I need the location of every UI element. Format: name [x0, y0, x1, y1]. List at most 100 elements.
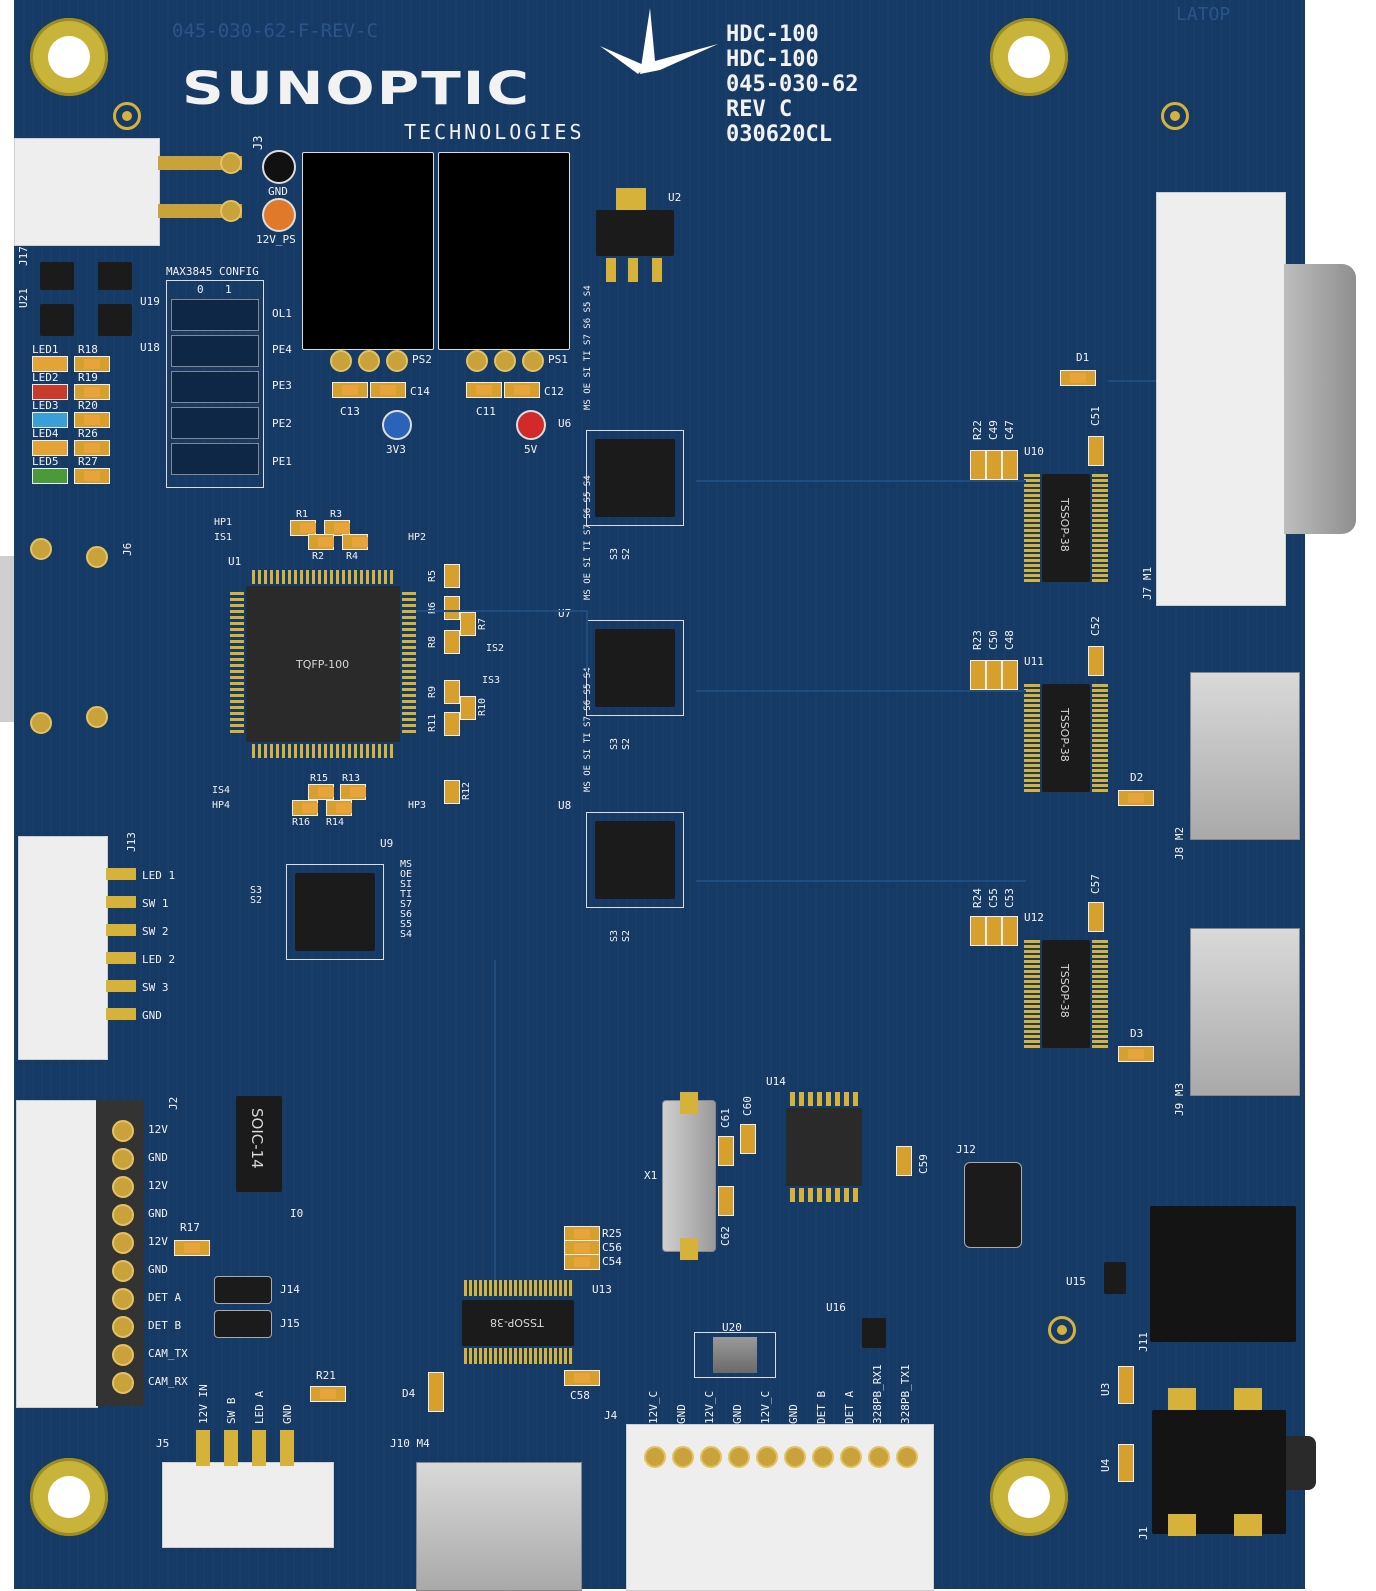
label-r12: R12 [461, 781, 472, 800]
label-j4: J4 [604, 1409, 618, 1422]
header-j12[interactable] [964, 1162, 1022, 1248]
ps1-pin-1 [466, 350, 488, 372]
label-r5: R5 [427, 569, 438, 582]
label-hp3: HP3 [408, 800, 427, 811]
u11-pins-left [1024, 684, 1040, 792]
j2-pin-5 [112, 1232, 134, 1254]
label-c58: C58 [570, 1389, 590, 1402]
u8-outline [586, 812, 684, 908]
label-r2: R2 [312, 551, 325, 562]
label-u9: U9 [380, 837, 394, 850]
fiducial-2 [1161, 102, 1189, 130]
j2-label-2: GND [148, 1151, 168, 1164]
u11-label: TSSOP-38 [1058, 708, 1071, 762]
label-u21: U21 [17, 288, 30, 308]
cap-c11 [466, 382, 502, 398]
cap-c12 [504, 382, 540, 398]
chip-u7 [595, 629, 675, 707]
j13-label-2: SW 1 [142, 897, 169, 910]
board-info: HDC-100 HDC-100 045-030-62 REV C 030620C… [726, 24, 858, 146]
label-j1: J1 [1137, 1526, 1150, 1540]
label-j14: J14 [280, 1283, 300, 1296]
res-r8 [444, 630, 460, 654]
j4-pin-8 [840, 1446, 862, 1468]
config-row-pe1[interactable] [171, 443, 259, 475]
res-r5 [444, 564, 460, 588]
config-row-ol1[interactable] [171, 299, 259, 331]
hdmi-j8[interactable] [1190, 672, 1300, 840]
res-r15 [308, 784, 334, 800]
jumper-j14[interactable] [214, 1276, 272, 1304]
label-u19: U19 [140, 295, 160, 308]
cap-c61 [718, 1136, 734, 1166]
trace-3 [696, 690, 1026, 694]
u9-s5: S5 [400, 919, 413, 930]
j1-pad-2 [1234, 1388, 1262, 1410]
connector-j11[interactable] [1150, 1206, 1296, 1342]
config-row-pe2[interactable] [171, 407, 259, 439]
label-u16: U16 [826, 1301, 846, 1314]
info-line-5: 030620CL [726, 122, 832, 147]
info-line-4: REV C [726, 97, 793, 122]
label-u18: U18 [140, 341, 160, 354]
res-r14 [326, 800, 352, 816]
chip-u16 [862, 1318, 886, 1348]
u2-pin-3 [652, 258, 662, 282]
j4-pin-1 [644, 1446, 666, 1468]
ps1-pin-3 [522, 350, 544, 372]
label-c50: C50 [987, 630, 1000, 650]
label-led3: LED3 [32, 399, 59, 412]
trace-6 [1108, 380, 1156, 384]
trace-5 [494, 960, 498, 1280]
u12-pins-right [1092, 940, 1108, 1048]
j4-pin-6 [784, 1446, 806, 1468]
res-r25 [564, 1226, 600, 1242]
j1-pad-4 [1234, 1514, 1262, 1536]
label-d4: D4 [402, 1387, 416, 1400]
ps2-pin-1 [330, 350, 352, 372]
info-line-1: HDC-100 [726, 22, 819, 47]
label-r22: R22 [971, 420, 984, 440]
u1-pins-top [252, 570, 394, 584]
label-j9: J9 M3 [1173, 1082, 1186, 1116]
j4-pin-7 [812, 1446, 834, 1468]
config-label-ol1: OL1 [272, 307, 292, 320]
led-4 [32, 440, 68, 456]
config-row-pe3[interactable] [171, 371, 259, 403]
faint-part-number: 045-030-62-F-REV-C [172, 20, 378, 42]
u6-pin-labels: MS OE SI TI S7 S6 S5 S4 [583, 285, 593, 410]
u12-label: TSSOP-38 [1058, 964, 1071, 1018]
j5-pin-2 [224, 1430, 238, 1466]
diode-d4 [428, 1372, 444, 1412]
chip-u10: TSSOP-38 [1042, 474, 1090, 582]
label-u11: U11 [1024, 655, 1044, 668]
j4-label-9: 328PB_RX1 [871, 1364, 884, 1424]
j13-label-6: GND [142, 1009, 162, 1022]
j4-pin-9 [868, 1446, 890, 1468]
config-row-pe4[interactable] [171, 335, 259, 367]
config-col-0: 0 [197, 283, 204, 296]
label-u4: U4 [1099, 1458, 1112, 1472]
j2-pin-7 [112, 1288, 134, 1310]
connector-j13 [18, 836, 108, 1060]
label-led5: LED5 [32, 455, 59, 468]
connector-j1[interactable] [1152, 1410, 1286, 1534]
res-r26 [74, 440, 110, 456]
chip-u3 [1118, 1366, 1134, 1404]
config-label-pe2: PE2 [272, 417, 292, 430]
ps2-pin-3 [386, 350, 408, 372]
logo-main: SUNOPTIC [182, 62, 531, 116]
j4-pin-4 [728, 1446, 750, 1468]
j6-pad-1 [30, 538, 52, 560]
u2-pin-2 [628, 258, 638, 282]
jumper-j15[interactable] [214, 1310, 272, 1338]
hdmi-j9[interactable] [1190, 928, 1300, 1096]
u8-pin-labels: MS OE SI TI S7 S6 S5 S4 [583, 667, 593, 792]
fiducial-1 [113, 102, 141, 130]
j2-pin-4 [112, 1204, 134, 1226]
cap-c13 [332, 382, 368, 398]
label-u3: U3 [1099, 1382, 1112, 1396]
chip-u21 [40, 304, 74, 336]
hdmi-j10[interactable] [416, 1462, 582, 1591]
